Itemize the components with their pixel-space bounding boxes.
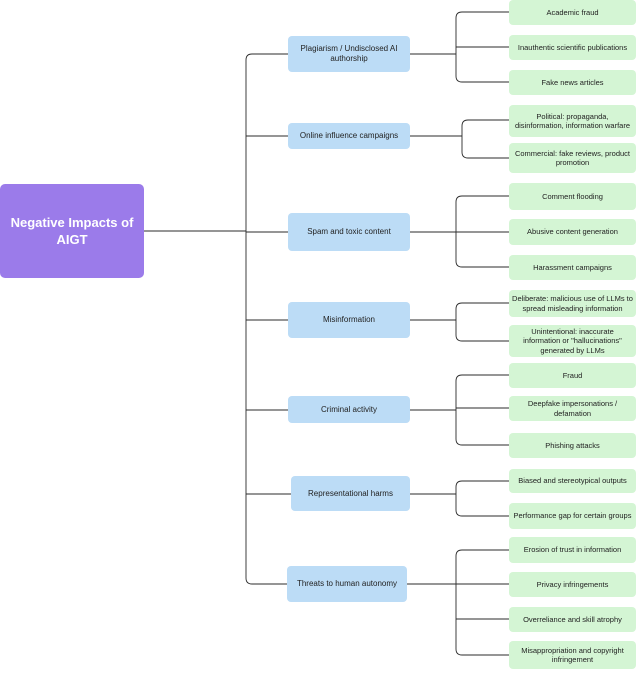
leaf-node: Misappropriation and copyright infringem… <box>509 641 636 669</box>
root-node: Negative Impacts of AIGT <box>0 184 144 278</box>
leaf-label: Comment flooding <box>542 191 603 201</box>
leaf-node: Commercial: fake reviews, product promot… <box>509 143 636 173</box>
category-node: Representational harms <box>291 476 410 511</box>
category-label: Representational harms <box>308 488 393 498</box>
leaf-label: Inauthentic scientific publications <box>517 42 628 52</box>
category-label: Spam and toxic content <box>307 227 391 236</box>
branch-connector <box>455 374 463 446</box>
category-label: Online influence campaigns <box>299 131 399 140</box>
leaf-node: Privacy infringements <box>509 572 636 597</box>
leaf-node: Fake news articles <box>509 70 636 95</box>
category-node: Plagiarism / Undisclosed AI authorship <box>288 36 410 72</box>
leaf-label: Harassment campaigns <box>533 262 612 272</box>
leaf-label: Unintentional: inaccurate information or… <box>523 326 622 355</box>
leaf-label: Deliberate: malicious use of LLMs to spr… <box>512 294 633 313</box>
leaf-label: Political: propaganda, disinformation, i… <box>514 111 631 131</box>
leaf-label: Fake news articles <box>541 77 604 87</box>
leaf-label: Overreliance and skill atrophy <box>523 614 622 624</box>
leaf-label: Phishing attacks <box>545 440 600 450</box>
category-node: Online influence campaigns <box>288 123 410 149</box>
leaf-node: Comment flooding <box>509 183 636 210</box>
category-label: Threats to human autonomy <box>296 579 398 588</box>
leaf-node: Fraud <box>509 363 636 388</box>
leaf-node: Deliberate: malicious use of LLMs to spr… <box>509 290 636 317</box>
leaf-label: Deepfake impersonations / defamation <box>527 399 618 418</box>
leaf-label: Misappropriation and copyright infringem… <box>521 645 624 665</box>
branch-connector <box>461 119 469 159</box>
leaf-label: Fraud <box>562 370 583 380</box>
leaf-node: Deepfake impersonations / defamation <box>509 396 636 421</box>
leaf-node: Overreliance and skill atrophy <box>509 607 636 632</box>
branch-connector <box>455 480 463 517</box>
leaf-label: Abusive content generation <box>527 227 618 237</box>
leaf-label: Performance gap for certain groups <box>513 511 632 521</box>
leaf-label: Commercial: fake reviews, product promot… <box>514 148 631 168</box>
leaf-label: Erosion of trust in information <box>523 545 622 555</box>
leaf-label: Biased and stereotypical outputs <box>518 476 627 486</box>
leaf-node: Inauthentic scientific publications <box>509 35 636 60</box>
category-label: Misinformation <box>322 315 375 324</box>
leaf-node: Political: propaganda, disinformation, i… <box>509 105 636 137</box>
leaf-label: Privacy infringements <box>536 579 609 589</box>
leaf-node: Abusive content generation <box>509 219 636 245</box>
category-node: Threats to human autonomy <box>287 566 407 602</box>
branch-connector <box>455 195 463 268</box>
branch-connector <box>455 302 463 342</box>
leaf-node: Phishing attacks <box>509 433 636 458</box>
root-label: Negative Impacts of AIGT <box>10 215 134 247</box>
leaf-node: Unintentional: inaccurate information or… <box>509 325 636 357</box>
leaf-node: Performance gap for certain groups <box>509 503 636 529</box>
branch-connector <box>455 549 463 656</box>
category-label: Plagiarism / Undisclosed AI authorship <box>300 44 398 63</box>
spine-connector <box>245 53 253 585</box>
leaf-node: Harassment campaigns <box>509 255 636 280</box>
leaf-node: Erosion of trust in information <box>509 537 636 563</box>
category-label: Criminal activity <box>320 404 377 414</box>
category-node: Misinformation <box>288 302 410 338</box>
category-node: Spam and toxic content <box>288 213 410 251</box>
leaf-label: Academic fraud <box>546 7 599 17</box>
leaf-node: Academic fraud <box>509 0 636 25</box>
leaf-node: Biased and stereotypical outputs <box>509 469 636 493</box>
category-node: Criminal activity <box>288 396 410 423</box>
